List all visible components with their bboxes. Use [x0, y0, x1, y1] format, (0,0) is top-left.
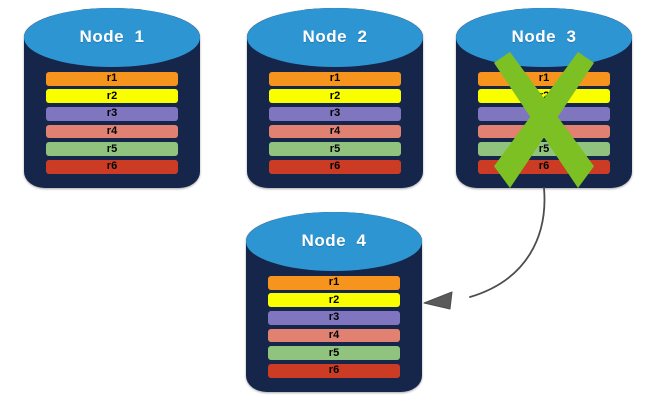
node-1-cylinder-top	[24, 8, 200, 67]
node-3-row-r3[interactable]: r3	[478, 107, 610, 121]
node-2-label: Node 2	[302, 27, 368, 47]
node-2-row-r1[interactable]: r1	[269, 71, 401, 86]
node-1-row-r4[interactable]: r4	[46, 124, 178, 139]
node-1[interactable]: Node 1 r1 r2 r3 r4 r5 r6	[24, 8, 200, 188]
node-2-row-r5[interactable]: r5	[269, 142, 401, 157]
node-3-label: Node 3	[511, 27, 577, 47]
node-4-row-r5[interactable]: r5	[268, 346, 400, 361]
node-3-row-r2[interactable]: r2	[478, 89, 610, 104]
node-3[interactable]: Node 3 r1 r2 r3 r4 r5 r6	[456, 8, 632, 188]
replication-arrow-path	[469, 187, 546, 298]
node-2[interactable]: Node 2 r1 r2 r3 r4 r5 r6	[247, 8, 423, 188]
node-4-row-r3[interactable]: r3	[268, 311, 400, 325]
node-4-cylinder-top	[246, 212, 422, 271]
node-1-row-list: r1 r2 r3 r4 r5 r6	[46, 71, 178, 174]
node-4-label: Node 4	[301, 231, 367, 251]
node-2-row-list: r1 r2 r3 r4 r5 r6	[269, 71, 401, 174]
node-3-row-r5[interactable]: r5	[478, 142, 610, 157]
node-3-row-r6[interactable]: r6	[478, 159, 610, 174]
node-4-row-r6[interactable]: r6	[268, 363, 400, 378]
node-1-row-r6[interactable]: r6	[46, 159, 178, 174]
node-3-row-list: r1 r2 r3 r4 r5 r6	[478, 71, 610, 174]
node-4-row-r1[interactable]: r1	[268, 275, 400, 290]
node-3-row-r1[interactable]: r1	[478, 71, 610, 86]
node-2-cylinder-top	[247, 8, 423, 67]
node-1-row-r5[interactable]: r5	[46, 142, 178, 157]
node-1-label: Node 1	[79, 27, 145, 47]
node-1-row-r3[interactable]: r3	[46, 107, 178, 121]
replication-arrow-head	[423, 291, 453, 310]
node-4-row-list: r1 r2 r3 r4 r5 r6	[268, 275, 400, 378]
node-2-row-r6[interactable]: r6	[269, 159, 401, 174]
node-2-row-r3[interactable]: r3	[269, 107, 401, 121]
node-4-row-r4[interactable]: r4	[268, 328, 400, 343]
node-1-row-r1[interactable]: r1	[46, 71, 178, 86]
node-1-row-r2[interactable]: r2	[46, 89, 178, 104]
node-3-row-r4[interactable]: r4	[478, 124, 610, 139]
node-4-row-r2[interactable]: r2	[268, 293, 400, 308]
node-2-row-r4[interactable]: r4	[269, 124, 401, 139]
node-4[interactable]: Node 4 r1 r2 r3 r4 r5 r6	[246, 212, 422, 392]
node-2-row-r2[interactable]: r2	[269, 89, 401, 104]
